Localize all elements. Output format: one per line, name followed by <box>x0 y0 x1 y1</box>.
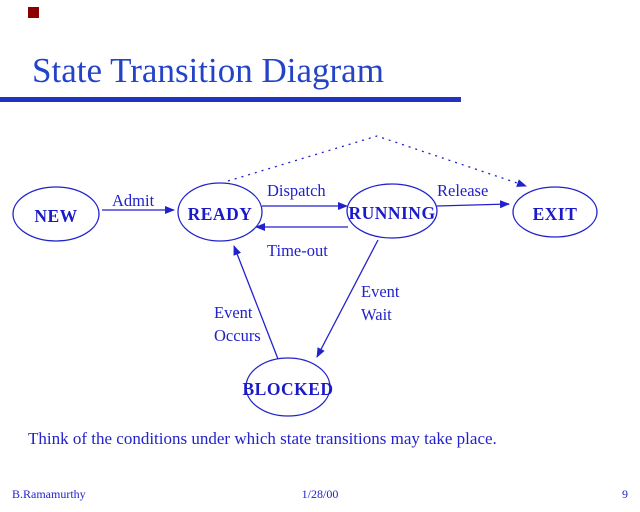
page-title: State Transition Diagram <box>32 51 384 90</box>
transition-arrow-release <box>436 200 510 209</box>
transition-label-time-out: Time-out <box>267 239 328 262</box>
bullet-square-icon <box>28 7 39 18</box>
footer-author: B.Ramamurthy <box>12 487 86 501</box>
transition-label-line: Release <box>437 181 489 200</box>
transition-label-line: Event <box>214 303 253 322</box>
transition-label-line: Time-out <box>267 241 328 260</box>
state-label-running: RUNNING <box>348 203 436 223</box>
title-underline <box>0 97 461 102</box>
transition-label-line: Admit <box>112 191 155 210</box>
transition-label-dispatch: Dispatch <box>267 179 326 202</box>
transition-label-line: Event <box>361 282 400 301</box>
state-ellipse-blocked <box>245 357 331 417</box>
transition-arrow-event-wait <box>316 239 379 358</box>
transition-label-line: Occurs <box>214 326 261 345</box>
transition-arrow-event-occurs <box>233 245 279 360</box>
footer-date: 1/28/00 <box>301 487 339 501</box>
transition-label-admit: Admit <box>112 189 154 212</box>
transition-label-line: Dispatch <box>267 181 326 200</box>
footer-page-number: 9 <box>622 487 628 501</box>
state-label-blocked: BLOCKED <box>242 379 334 399</box>
state-ellipse-new <box>12 186 100 242</box>
state-label-exit: EXIT <box>532 204 578 224</box>
transition-arrow-ready-to-exit <box>227 135 527 187</box>
state-ellipse-ready <box>177 182 263 242</box>
state-label-new: NEW <box>34 206 78 226</box>
transition-label-release: Release <box>437 179 488 202</box>
state-ellipse-exit <box>512 186 598 238</box>
state-label-ready: READY <box>187 204 253 224</box>
note-text: Think of the conditions under which stat… <box>28 429 497 448</box>
transition-label-line: Wait <box>361 305 392 324</box>
state-ellipse-running <box>346 183 438 239</box>
